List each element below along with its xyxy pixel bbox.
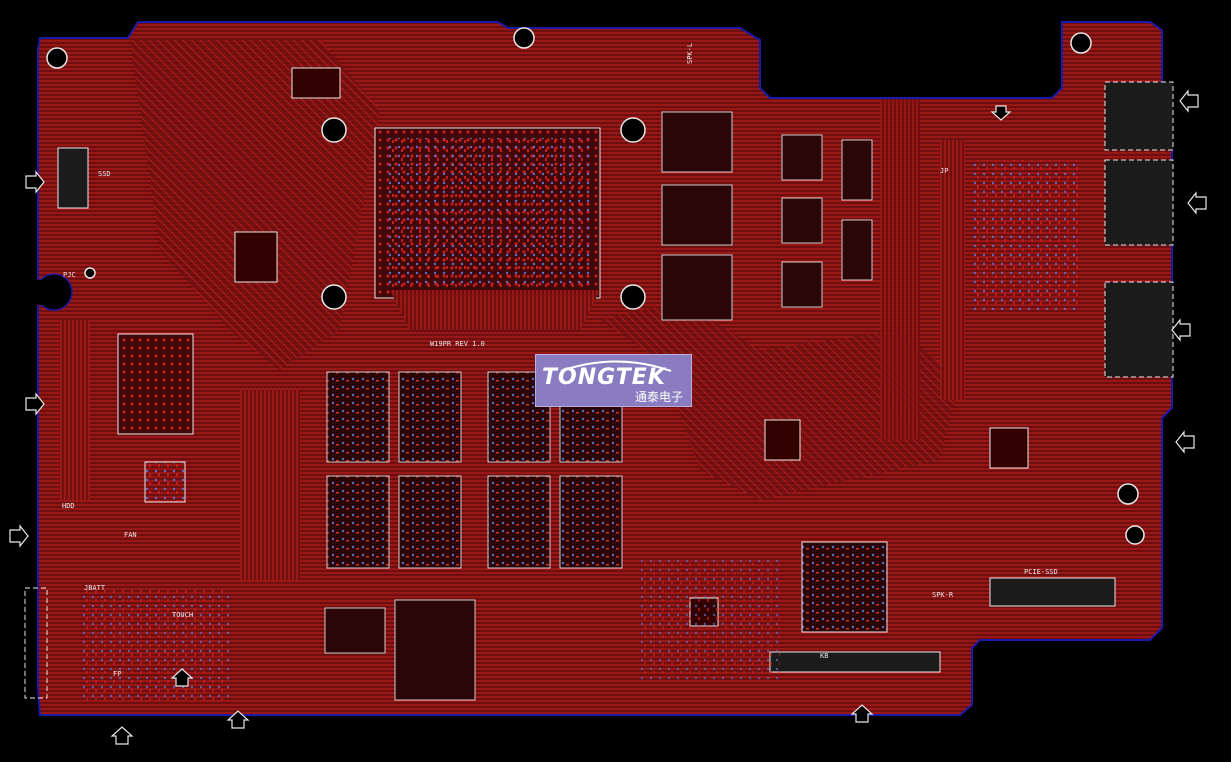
edge-arrow-icons: [9, 89, 1207, 745]
logo-arc-icon: [560, 360, 672, 372]
hollow-arrow-icon: [110, 726, 134, 745]
hollow-arrow-icon: [1175, 430, 1195, 454]
silk-label-spk-l: SPK-L: [686, 43, 694, 64]
hollow-arrow-icon: [1179, 89, 1199, 113]
logo-brand-text: TONGTEK: [542, 365, 666, 390]
dram-array: [326, 371, 623, 569]
silk-label-pjc: PJC: [63, 271, 76, 279]
hollow-arrow-icon: [170, 668, 194, 687]
silk-label-fan: FAN: [124, 531, 137, 539]
ic-packages: [117, 67, 1029, 633]
silk-label-pcie-ssd: PCIE-SSD: [1024, 568, 1058, 576]
hollow-arrow-icon: [850, 704, 874, 723]
trace-region: [600, 300, 960, 500]
hollow-arrow-icon: [9, 524, 29, 548]
silk-label-batt: JBATT: [84, 584, 106, 592]
via-field: [970, 160, 1080, 310]
silk-label-hdd: HDD: [62, 502, 75, 510]
silk-label-jp: JP: [940, 167, 948, 175]
silk-label-spk-r: SPK-R: [932, 591, 954, 599]
silk-label-touch: TOUCH: [172, 611, 193, 619]
hollow-arrow-icon: [1171, 318, 1191, 342]
bus-region: [240, 390, 300, 580]
tongtek-watermark-logo: TONGTEK 通泰电子: [535, 354, 692, 407]
via-field: [640, 560, 780, 680]
vrm-components: [324, 111, 873, 701]
hollow-arrow-icon: [1187, 191, 1207, 215]
logo-subtitle-text: 通泰电子: [634, 390, 683, 404]
hollow-arrow-icon: [226, 710, 250, 729]
via-field: [80, 590, 230, 700]
silk-label-ssd: SSD: [98, 170, 111, 178]
edge-connectors: [24, 81, 1174, 699]
mounting-holes: [46, 27, 1145, 545]
silk-label-kb: KB: [820, 652, 828, 660]
cpu-escape-traces: [390, 290, 600, 330]
bus-region: [940, 140, 965, 400]
board-revision-label: W19PR REV 1.0: [430, 340, 485, 348]
bus-region: [60, 320, 90, 500]
hollow-arrow-icon: [25, 170, 45, 194]
trace-region: [130, 40, 380, 370]
hollow-arrow-icon: [25, 392, 45, 416]
cpu-via-field: [385, 138, 590, 288]
silk-label-fp: FP: [113, 670, 121, 678]
hollow-arrow-icon: [990, 105, 1012, 121]
bus-region: [880, 100, 920, 440]
